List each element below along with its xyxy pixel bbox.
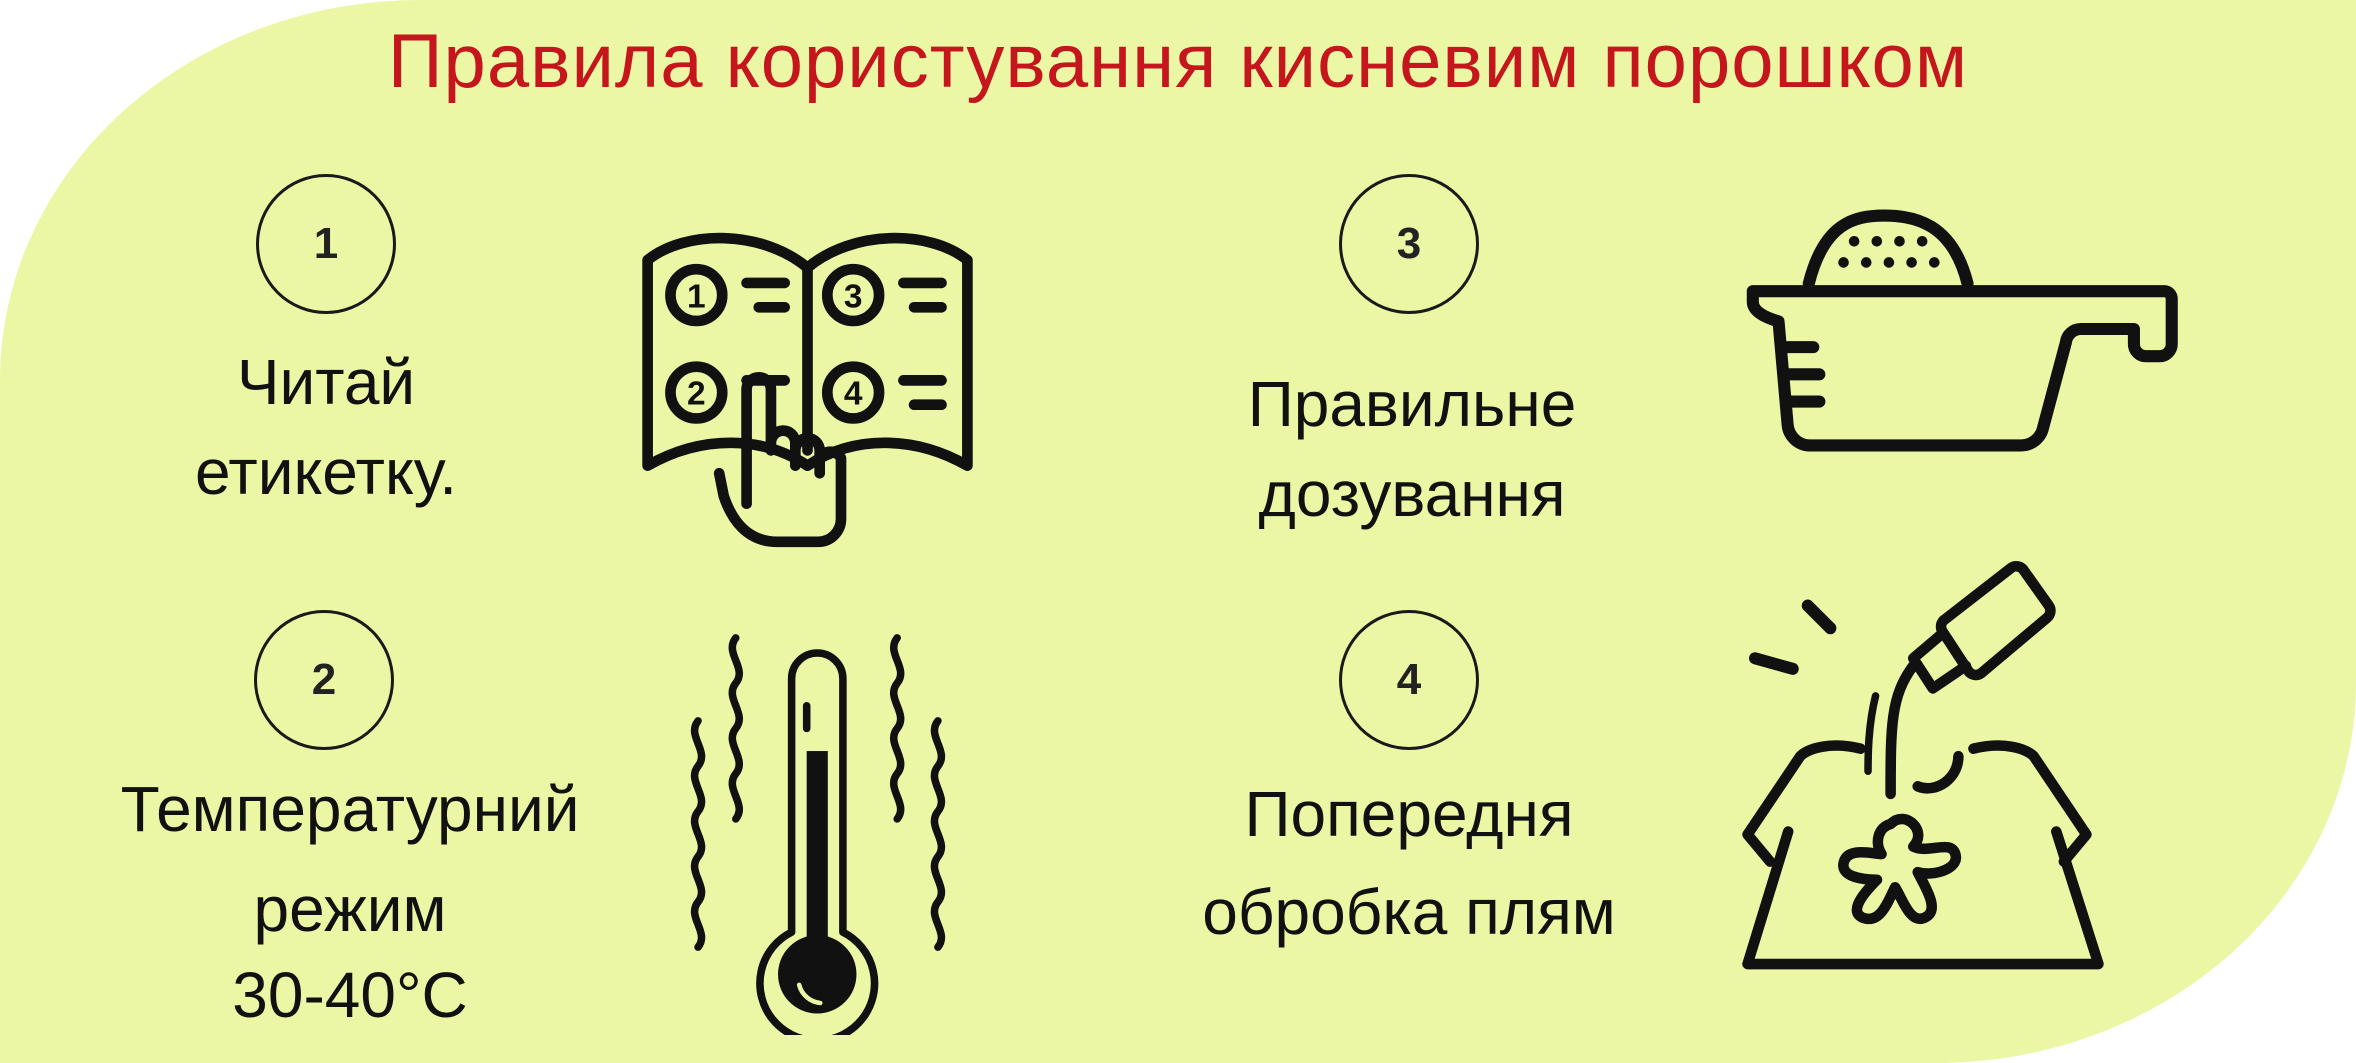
step-2-label-line-1: Температурний — [120, 773, 580, 845]
book-number-4: 4 — [844, 376, 863, 413]
measuring-cup-icon — [1740, 208, 2180, 453]
stain-treatment-icon — [1740, 560, 2106, 975]
step-4-label-line-2: обробка плям — [1202, 876, 1616, 948]
step-2-label-line-3: 30-40°C — [232, 959, 468, 1031]
book-instructions-icon: 1 2 3 4 — [640, 222, 975, 557]
step-4-label-line-1: Попередня — [1244, 778, 1574, 850]
step-4-number-badge: 4 — [1339, 610, 1479, 750]
step-3-label-line-1: Правильне — [1247, 368, 1577, 440]
step-1-label-line-1: Читай — [236, 346, 416, 418]
book-number-2: 2 — [687, 376, 706, 413]
step-2-number-badge: 2 — [254, 610, 394, 750]
step-1-number-badge: 1 — [256, 174, 396, 314]
page-title: Правила користування кисневим порошком — [387, 19, 1969, 104]
book-number-3: 3 — [844, 278, 863, 315]
step-2-label-line-2: режим — [253, 873, 447, 945]
book-number-1: 1 — [687, 278, 706, 315]
thermometer-icon — [686, 630, 950, 1035]
step-3-label-line-2: дозування — [1258, 458, 1566, 530]
step-1-label-line-2: етикетку. — [194, 436, 458, 508]
step-3-number-badge: 3 — [1339, 174, 1479, 314]
